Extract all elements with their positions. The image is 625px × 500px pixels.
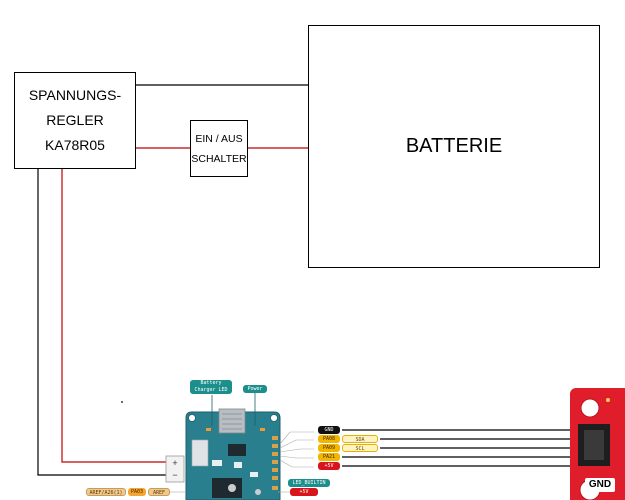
pin-5v-label: +5V — [318, 462, 340, 470]
connector-plus-symbol: + — [172, 458, 178, 468]
voltage-regulator-box: SPANNUNGS- REGLER KA78R05 — [14, 72, 136, 169]
power-callout: Power — [243, 385, 267, 393]
sensor-gnd-label: GND — [585, 478, 615, 492]
led-builtin-callout: LED_BUILTIN — [288, 479, 330, 487]
regulator-label-line-2: REGLER — [46, 112, 104, 128]
pin-pa09-label: PA09 — [318, 444, 340, 452]
stray-dot — [121, 401, 123, 403]
pin-pa03-label: PA03 — [128, 488, 146, 496]
regulator-label-line-3: KA78R05 — [45, 137, 105, 153]
connector-minus-symbol: − — [172, 470, 178, 480]
sensor-board — [570, 388, 625, 500]
battery-label: BATTERIE — [405, 135, 503, 157]
pin-aref-label: AREF — [148, 488, 170, 496]
pin-pa09-func: SCL — [342, 444, 378, 452]
pin-pa08-func: SDA — [342, 435, 378, 443]
pin-pa21-label: PA21 — [318, 453, 340, 461]
pin-aref-a26-label: AREF/A26(1) — [86, 488, 126, 496]
battery-box: BATTERIE — [308, 25, 600, 268]
wire-regler-to-board-red — [61, 169, 168, 463]
arduino-board — [165, 408, 281, 500]
pin-bottom-5v-label: +5V — [290, 488, 318, 496]
regulator-label-line-1: SPANNUNGS- — [28, 87, 122, 103]
switch-label-line-1: EIN / AUS — [195, 132, 243, 145]
pin-pa08-label: PA08 — [318, 435, 340, 443]
wire-regler-to-board-black — [37, 169, 168, 476]
on-off-switch-box: EIN / AUS SCHALTER — [190, 120, 248, 177]
battery-charger-led-callout: Battery Charger LED — [190, 380, 232, 394]
pin-gnd-label: GND — [318, 426, 340, 434]
switch-label-line-2: SCHALTER — [191, 152, 247, 165]
